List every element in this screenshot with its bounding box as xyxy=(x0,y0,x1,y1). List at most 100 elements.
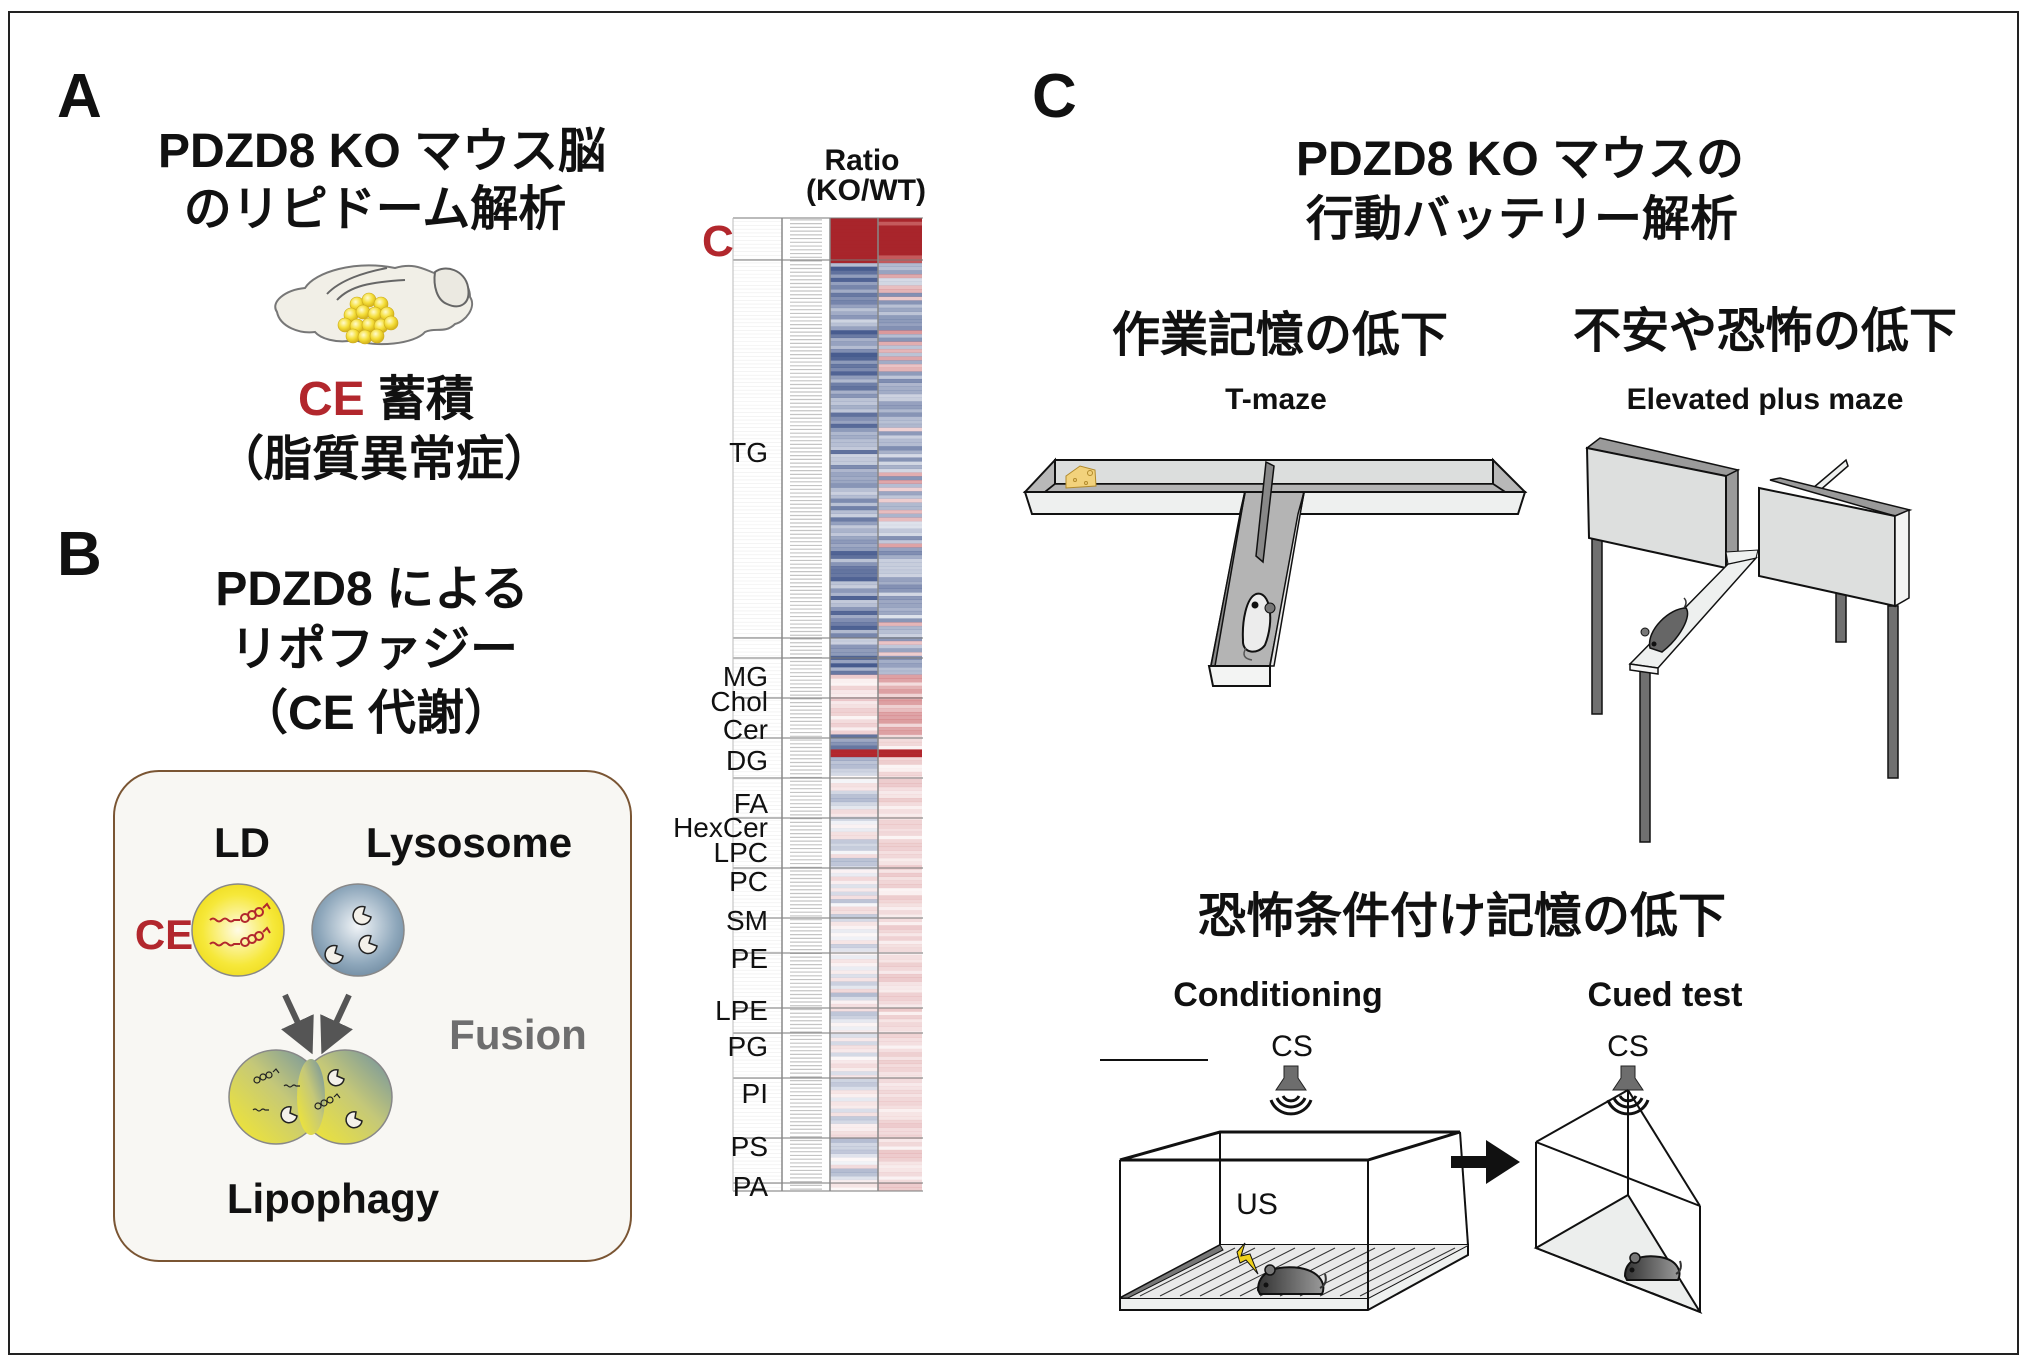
heatmap-cell xyxy=(878,846,922,851)
heatmap-cell xyxy=(830,476,878,481)
heatmap-cell xyxy=(830,992,878,997)
heatmap-cell xyxy=(830,367,878,372)
ce-molecules xyxy=(209,902,271,947)
heatmap-cell xyxy=(878,618,922,623)
heatmap-class-label: LPC xyxy=(713,837,768,868)
heatmap-cell xyxy=(830,794,878,799)
heatmap-cell xyxy=(878,663,922,668)
heatmap-cell xyxy=(878,1003,922,1008)
heatmap-cell xyxy=(878,768,922,773)
ce-label: CE xyxy=(134,911,194,958)
heatmap-cell xyxy=(830,648,878,653)
heatmap-cell xyxy=(830,1172,878,1177)
heatmap-cell xyxy=(830,506,878,511)
heatmap-cell xyxy=(878,509,922,514)
heatmap-cell xyxy=(878,491,922,496)
heatmap-cell xyxy=(878,363,922,368)
heatmap-cell xyxy=(830,513,878,518)
heatmap-cell xyxy=(878,584,922,589)
heatmap-cell xyxy=(878,1048,922,1053)
heatmap-cell xyxy=(878,1060,922,1065)
heatmap-cell xyxy=(878,595,922,601)
heatmap-cell xyxy=(830,322,878,327)
heatmap-cell xyxy=(830,640,878,645)
heatmap-cell xyxy=(830,1056,878,1061)
heatmap-cell xyxy=(830,1101,878,1106)
heatmap-cell xyxy=(830,955,878,960)
heatmap-cell xyxy=(830,247,878,252)
heatmap-cell xyxy=(878,472,922,477)
heatmap-cell xyxy=(830,319,878,324)
heatmap-cell xyxy=(878,341,922,346)
t-maze-illustration xyxy=(1022,457,1528,687)
heatmap-cell xyxy=(878,813,922,818)
arrow-lysosome-to-fusion xyxy=(320,993,353,1055)
heatmap-cell xyxy=(878,438,922,443)
heatmap-cell xyxy=(830,1183,878,1188)
heatmap-cell xyxy=(830,502,878,507)
heatmap-cell xyxy=(878,247,922,252)
heatmap-cell xyxy=(878,1187,922,1192)
heatmap-cell xyxy=(830,528,878,533)
heatmap-cell xyxy=(878,386,922,391)
heatmap-class-label: PI xyxy=(741,1078,768,1109)
lysosomal-enzymes xyxy=(324,905,378,965)
white-mouse-icon xyxy=(1241,592,1276,661)
heatmap-cell xyxy=(830,539,878,544)
heatmap-cell xyxy=(878,1015,922,1020)
heatmap-cell xyxy=(878,1097,922,1102)
heatmap-cell xyxy=(878,513,922,518)
heatmap-cell xyxy=(830,292,878,297)
heatmap-cell xyxy=(830,884,878,889)
heatmap-cell xyxy=(830,663,878,668)
panel-letter-b: B xyxy=(57,520,102,589)
heatmap-cell xyxy=(878,1093,922,1098)
heatmap-cell xyxy=(878,401,922,406)
heatmap-class-label: TG xyxy=(729,437,768,468)
cs-label-conditioning: CS xyxy=(1271,1030,1313,1063)
heatmap-cell xyxy=(878,966,922,971)
heatmap-cell xyxy=(878,734,922,739)
heatmap-cell xyxy=(830,599,878,604)
heatmap-cell xyxy=(830,255,878,260)
heatmap-cell xyxy=(878,711,922,717)
heatmap-cell xyxy=(878,487,922,492)
heatmap-cell xyxy=(878,637,922,642)
heatmap-cell xyxy=(830,274,878,279)
heatmap-cell xyxy=(878,981,922,986)
heatmap-class-label: MG xyxy=(722,661,768,692)
heatmap-cell xyxy=(830,300,878,305)
elevated-plus-maze-label: Elevated plus maze xyxy=(1626,383,1904,416)
heatmap-cell xyxy=(878,599,922,604)
heatmap-cell xyxy=(878,218,922,223)
heatmap-cell xyxy=(830,839,878,844)
heatmap-cell xyxy=(830,958,878,964)
heatmap-cell xyxy=(878,693,922,698)
heatmap-cell xyxy=(878,1108,922,1113)
heatmap-cell xyxy=(878,988,922,993)
heatmap-cell xyxy=(830,925,878,930)
heatmap-cell xyxy=(878,483,922,488)
heatmap-cell xyxy=(878,1153,922,1158)
heatmap-cell xyxy=(878,659,922,664)
heatmap-cell xyxy=(878,756,922,761)
heatmap-cell xyxy=(878,1041,922,1046)
heatmap-cell xyxy=(830,588,878,593)
heatmap-cell xyxy=(830,809,878,814)
heatmap-cell xyxy=(830,738,878,743)
heatmap-cell xyxy=(830,610,878,615)
heatmap-cell xyxy=(878,779,922,784)
heatmap-cell xyxy=(878,970,922,975)
heatmap-cell xyxy=(878,1179,922,1184)
heatmap-cell xyxy=(830,1074,878,1080)
heatmap-cell xyxy=(878,435,922,440)
heatmap-cell xyxy=(830,783,878,788)
heatmap-cell xyxy=(830,584,878,589)
heatmap-cell xyxy=(878,573,922,578)
heatmap-cell xyxy=(878,880,922,885)
heatmap-cell xyxy=(830,637,878,642)
heatmap-cell xyxy=(830,592,878,597)
heatmap-cell xyxy=(830,266,878,271)
heatmap-cell xyxy=(830,375,878,380)
heatmap-cell xyxy=(830,393,878,398)
